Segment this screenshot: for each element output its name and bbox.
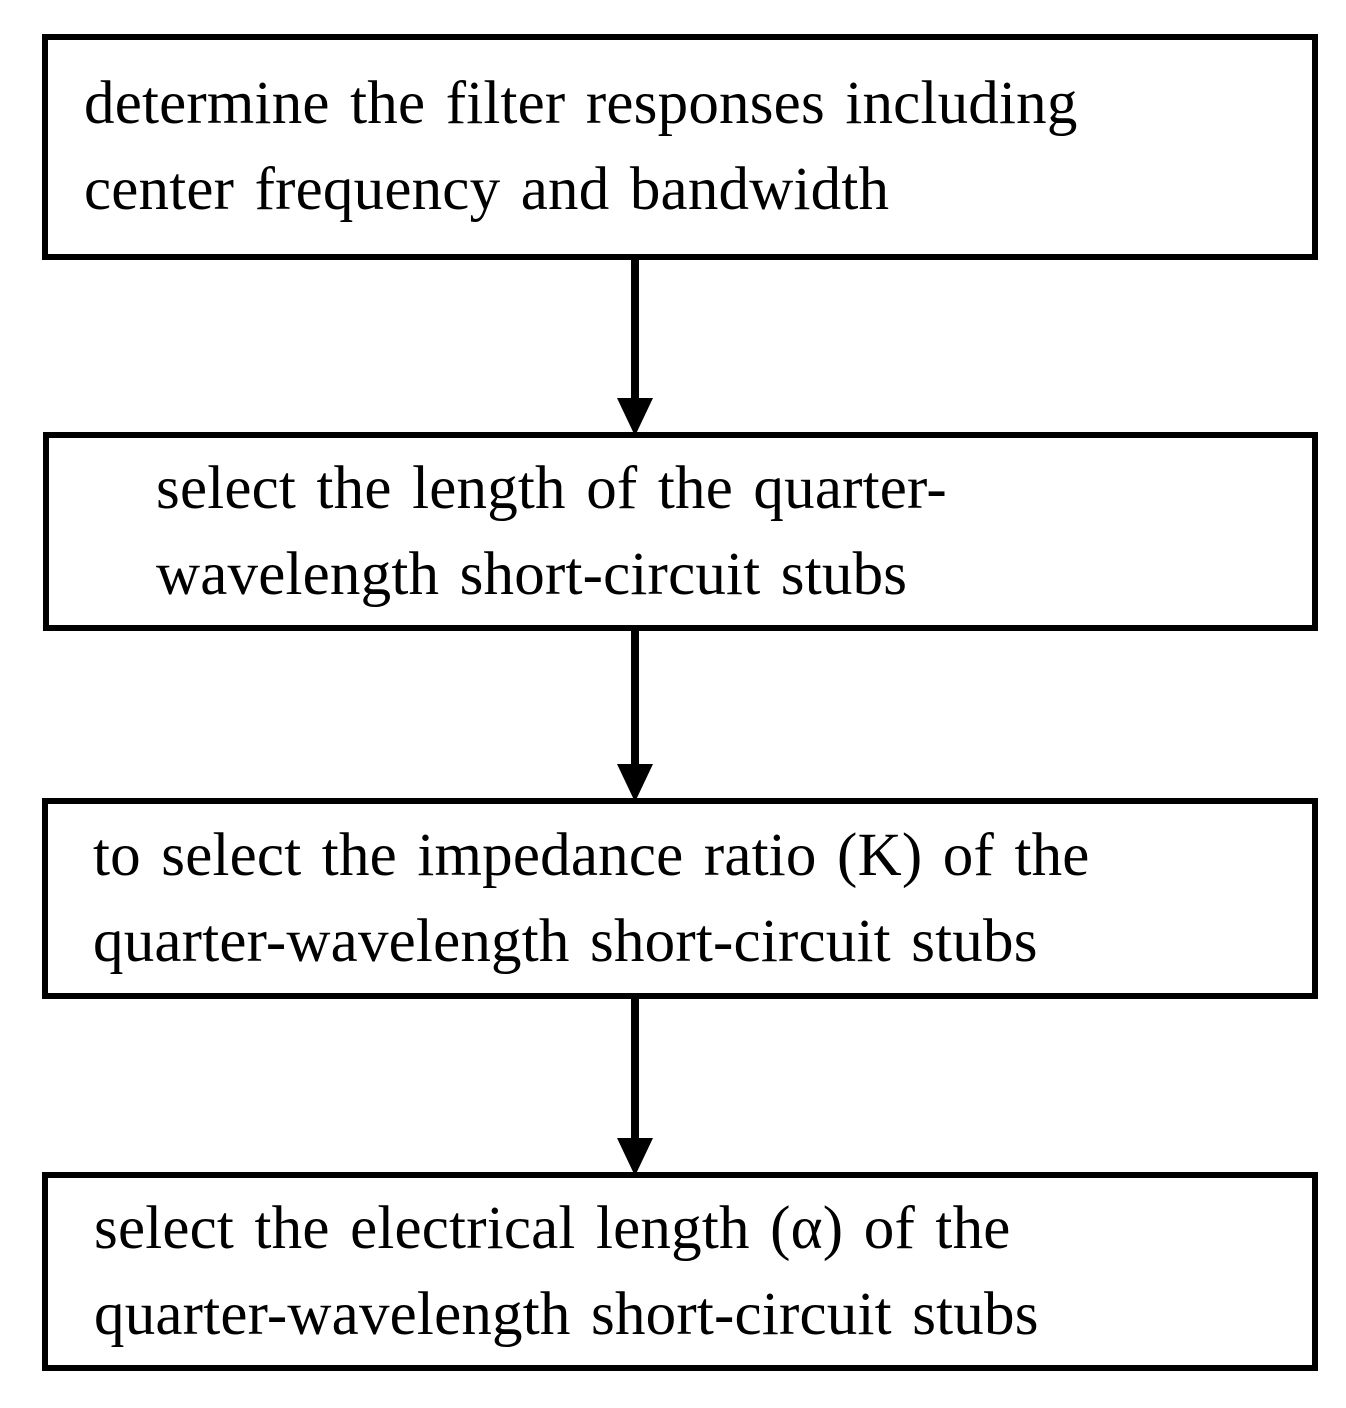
- flowchart-arrow-step3-to-step4: [605, 997, 665, 1176]
- flowchart-arrow-step1-to-step2: [605, 258, 665, 436]
- flowchart-arrow-step2-to-step3: [605, 629, 665, 802]
- flowchart-node-step-3-label: to select the impedance ratio (K) of the…: [93, 821, 1090, 975]
- flowchart-node-step-3: to select the impedance ratio (K) of the…: [42, 798, 1318, 999]
- flowchart-node-step-2-label: select the length of the quarter- wavele…: [156, 454, 947, 608]
- flowchart-node-step-1-label: determine the filter responses including…: [84, 70, 1078, 223]
- flowchart-node-step-1: determine the filter responses including…: [42, 34, 1318, 260]
- flowchart-node-step-4-label: select the electrical length (α) of the …: [94, 1194, 1039, 1348]
- flowchart-node-step-4: select the electrical length (α) of the …: [42, 1172, 1318, 1371]
- flowchart-node-step-2: select the length of the quarter- wavele…: [43, 432, 1318, 631]
